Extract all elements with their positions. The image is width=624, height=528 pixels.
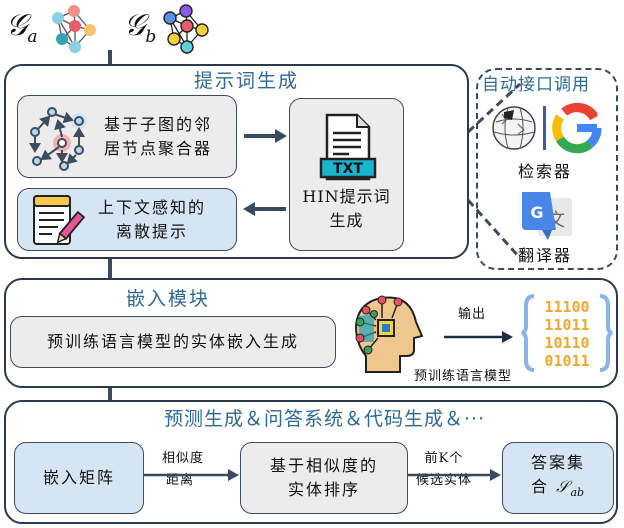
- context-prompt-text: 上下文感知的 离散提示: [98, 197, 207, 241]
- graph-node: [52, 12, 64, 24]
- neighbor-aggregator-box: 基于子图的邻 居节点聚合器: [17, 95, 237, 178]
- wikipedia-icon: [492, 106, 536, 150]
- graph-node: [180, 19, 194, 33]
- google-translate-icon: 文 G: [522, 192, 572, 240]
- graph-a-label: 𝒢a: [6, 8, 38, 47]
- similarity-ranking-text: 基于相似度的 实体排序: [269, 456, 378, 499]
- notepad-pencil-icon: [33, 194, 86, 245]
- binary-row: 10110: [544, 334, 589, 352]
- graph-node: [69, 20, 81, 32]
- binary-row: 01011: [544, 352, 589, 370]
- output-label: 输出: [458, 307, 487, 322]
- embedding-matrix-box: 嵌入矩阵: [14, 442, 144, 514]
- answer-set-symbol: 𝒮ab: [556, 476, 585, 500]
- api-call-panel: [476, 68, 618, 270]
- google-icon: [552, 102, 602, 154]
- arrow-aggregator-to-hin: [244, 129, 287, 143]
- svg-text:G: G: [530, 203, 543, 222]
- graph-node: [84, 24, 96, 36]
- graph-node: [56, 33, 68, 45]
- entity-embedding-box: 预训练语言模型的实体嵌入生成: [10, 316, 336, 368]
- plm-label: 预训练语言模型: [414, 369, 513, 384]
- hin-prompt-box: TXT HIN提示词 生成: [289, 98, 404, 251]
- prediction-module-title: 预测生成＆问答系统＆代码生成＆···: [164, 408, 486, 430]
- api-call-title: 自动接口调用: [482, 75, 590, 95]
- hin-prompt-text: HIN提示词 生成: [302, 187, 391, 230]
- graph-node: [180, 40, 194, 54]
- binary-row: 11100: [544, 298, 589, 316]
- similarity-ranking-box: 基于相似度的 实体排序: [240, 442, 408, 514]
- answer-set-text: 答案集 合 𝒮ab: [530, 452, 585, 500]
- arrow-hin-to-context: [243, 202, 286, 216]
- embedding-matrix-text: 嵌入矩阵: [42, 468, 115, 487]
- similarity-distance-label: 相似度 距离: [162, 451, 205, 488]
- arrow-output: [444, 331, 513, 343]
- retriever-label: 检索器: [518, 162, 573, 181]
- graph-node: [179, 4, 193, 18]
- graph-node: [167, 32, 181, 46]
- neighbor-aggregator-text: 基于子图的邻 居节点聚合器: [104, 114, 213, 158]
- txt-icon-label: TXT: [333, 161, 363, 177]
- topk-candidates-label: 前K个 候选实体: [416, 451, 473, 488]
- graph-node: [163, 11, 177, 25]
- entity-embedding-text: 预训练语言模型的实体嵌入生成: [46, 332, 299, 351]
- graph-b-icon: [163, 4, 209, 54]
- graph-node: [68, 5, 80, 17]
- prompt-generation-title: 提示词生成: [194, 70, 300, 92]
- graph-b-label: 𝒢b: [124, 8, 157, 47]
- arrow-matrix-to-ranking: [144, 469, 239, 481]
- dashed-connector-top: [466, 82, 522, 134]
- divider-bar: [543, 106, 546, 150]
- graph-node: [69, 41, 81, 53]
- graph-node: [195, 23, 209, 37]
- answer-set-box: 答案集 合 𝒮ab: [502, 442, 614, 514]
- arrow-ranking-to-answer: [408, 469, 501, 481]
- txt-file-icon: TXT: [319, 113, 376, 181]
- subgraph-icon: [29, 106, 87, 171]
- context-prompt-box: 上下文感知的 离散提示: [17, 188, 237, 251]
- embedding-vector-icon: 11100 11011 10110 01011: [521, 294, 613, 372]
- graph-a-icon: [52, 5, 96, 53]
- translator-label: 翻译器: [518, 246, 573, 265]
- binary-row: 11011: [544, 316, 589, 334]
- embedding-module-title: 嵌入模块: [126, 288, 211, 310]
- ai-head-icon: [354, 295, 424, 373]
